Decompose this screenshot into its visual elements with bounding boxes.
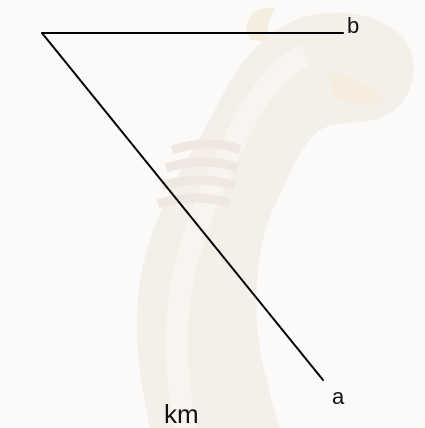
segment-to-a xyxy=(41,32,324,381)
watermark-band-2 xyxy=(164,157,240,173)
watermark-band-3 xyxy=(160,175,236,191)
unit-label: km xyxy=(164,399,199,428)
watermark-jaw xyxy=(330,72,384,104)
watermark-band-1 xyxy=(170,139,242,155)
watermark-band-4 xyxy=(156,193,232,209)
label-a: a xyxy=(332,384,345,409)
dragon-watermark xyxy=(136,7,414,428)
label-b: b xyxy=(347,13,359,38)
watermark-neck xyxy=(136,12,414,428)
watermark-bands xyxy=(156,139,242,209)
